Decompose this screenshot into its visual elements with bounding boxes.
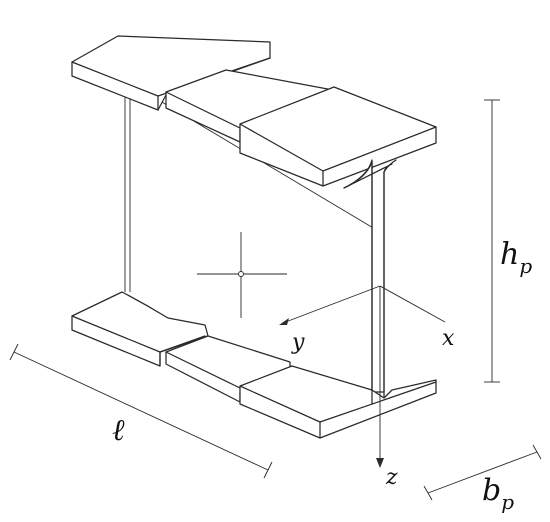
axis-x-label: x (442, 326, 455, 351)
width-label: bp (482, 473, 514, 514)
width-label-sub: p (501, 490, 514, 514)
top-flange-front-plate (239, 86, 437, 187)
axis-y-label: y (291, 330, 305, 355)
length-dimension-line (9, 343, 273, 479)
height-label-main: h (500, 237, 519, 272)
axis-y-arrow (279, 285, 381, 325)
width-label-main: b (482, 473, 501, 508)
length-label: ℓ (112, 413, 125, 448)
width-dimension-line (423, 444, 542, 501)
axis-x-line (379, 285, 446, 323)
bottom-flange-back-plate (71, 291, 209, 367)
axis-z-arrow (376, 286, 384, 468)
axis-z-label: z (385, 465, 398, 490)
height-label: hp (500, 237, 532, 278)
centroid-marker (197, 232, 287, 318)
front-web (343, 159, 397, 405)
height-dimension-line (484, 99, 500, 383)
bottom-flange-front-plate (239, 365, 437, 439)
height-label-sub: p (519, 254, 532, 278)
